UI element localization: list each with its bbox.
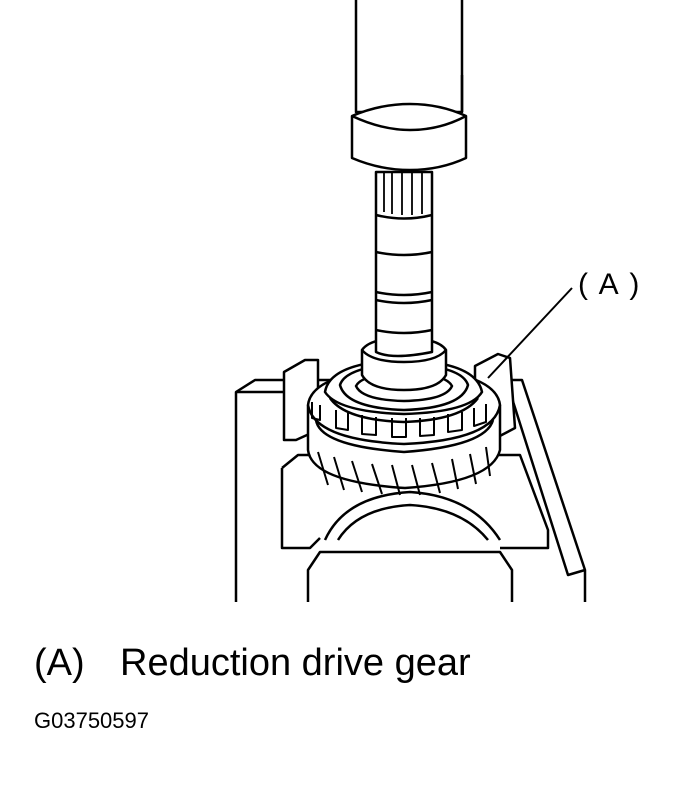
callout-label-a: ( A ) [578,268,642,301]
figure-id: G03750597 [34,708,149,733]
legend-caption: (A) Reduction drive gear [34,642,471,685]
output-shaft [374,170,434,358]
bore-opening [323,490,502,541]
legend-key: (A) [34,642,85,684]
gear-press-illustration [234,0,587,602]
legend-text: Reduction drive gear [120,642,471,684]
gear-teeth [311,402,491,496]
press-ram [350,0,468,172]
callout-leader-line [487,287,573,379]
